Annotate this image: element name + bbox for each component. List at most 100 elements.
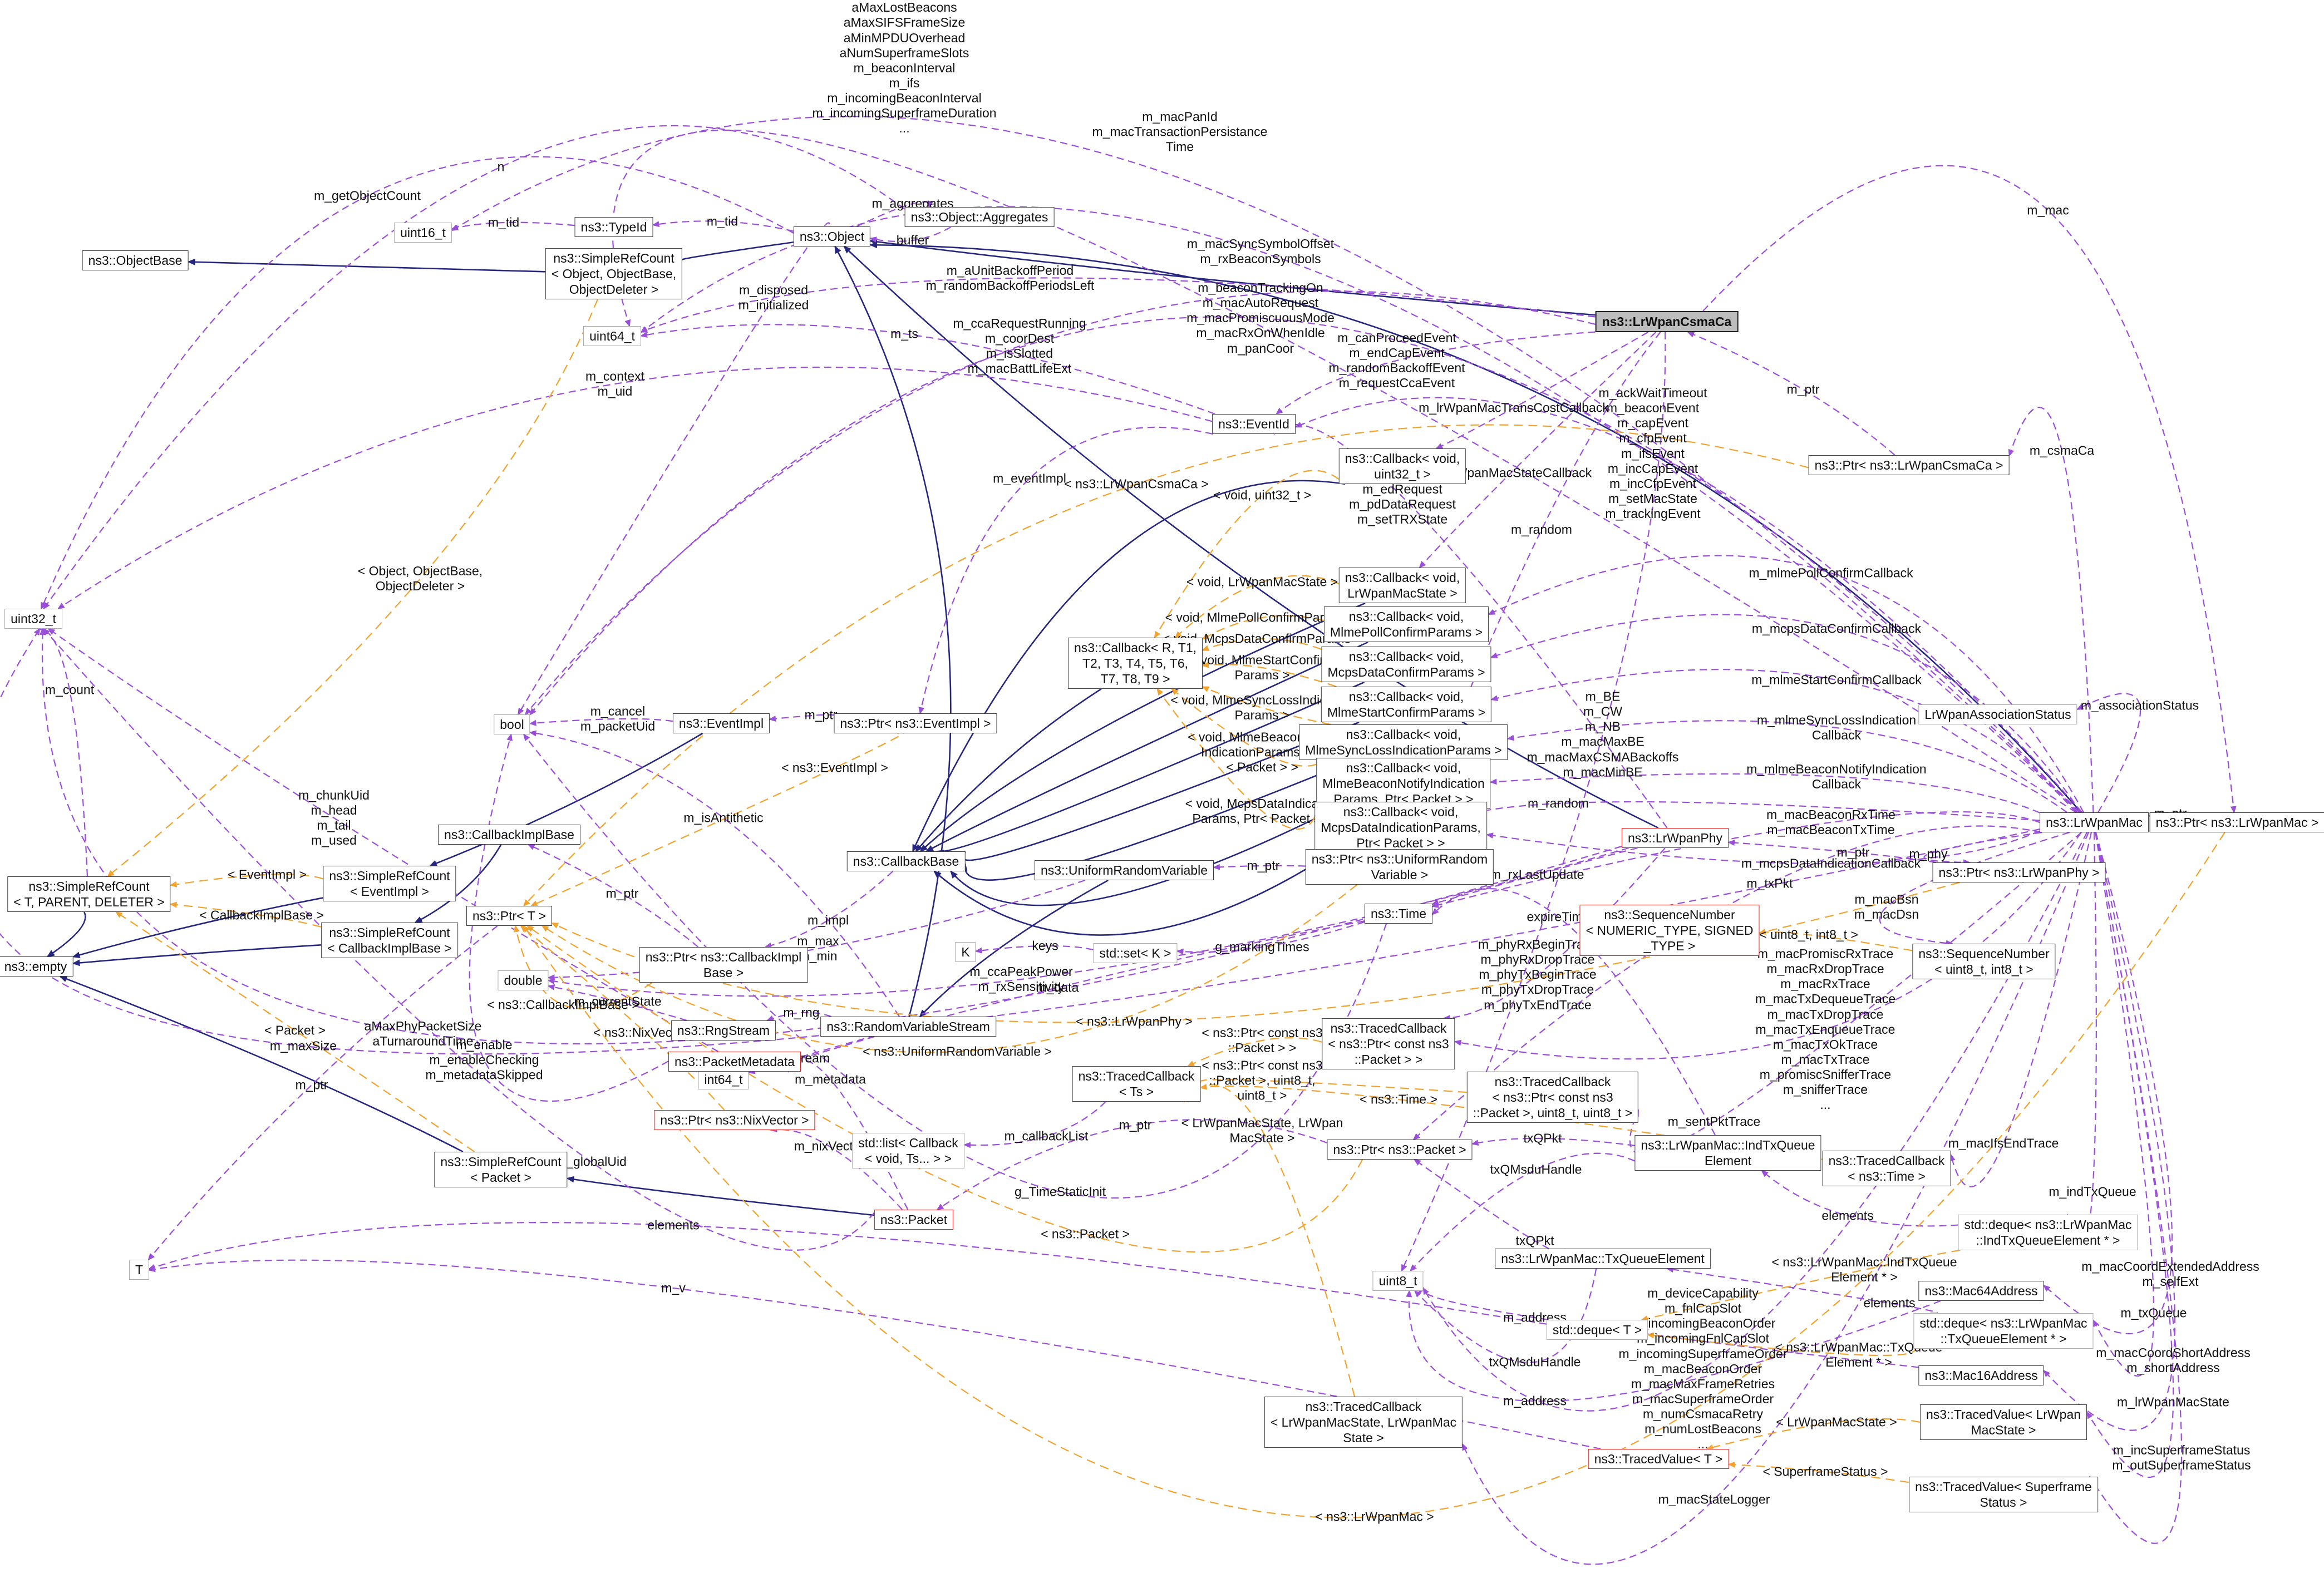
node-tv_super[interactable]: ns3::TracedValue< Superframe Status > <box>1909 1476 2098 1513</box>
node-time[interactable]: ns3::Time <box>1364 903 1433 924</box>
node-ptrT[interactable]: ns3::Ptr< T > <box>466 905 553 926</box>
edge-label: m_macCoordShortAddress m_shortAddress <box>2096 1345 2251 1375</box>
node-cb_poll[interactable]: ns3::Callback< void, MlmePollConfirmPara… <box>1323 606 1489 643</box>
edge-src_obj-objectbase <box>187 258 546 273</box>
edge-label: < LrWpanMacState, LrWpan MacState > <box>1181 1115 1343 1145</box>
node-tv_state[interactable]: ns3::TracedValue< LrWpan MacState > <box>1919 1404 2087 1441</box>
node-src_cbimpl[interactable]: ns3::SimpleRefCount < CallbackImplBase > <box>321 922 458 959</box>
node-mac16[interactable]: ns3::Mac16Address <box>1918 1365 2044 1386</box>
node-ptr_csmaca[interactable]: ns3::Ptr< ns3::LrWpanCsmaCa > <box>1808 455 2010 476</box>
edge-label: m_random <box>1528 796 1589 811</box>
node-seqnum_t[interactable]: ns3::SequenceNumber < NUMERIC_TYPE, SIGN… <box>1579 904 1760 956</box>
node-ptr_phy[interactable]: ns3::Ptr< ns3::LrWpanPhy > <box>1932 862 2106 883</box>
node-cb_dataconf[interactable]: ns3::Callback< void, McpsDataConfirmPara… <box>1321 646 1491 683</box>
node-rngstream[interactable]: ns3::RngStream <box>671 1020 776 1041</box>
node-ptr_cbimplbase[interactable]: ns3::Ptr< ns3::CallbackImpl Base > <box>639 946 808 983</box>
edge-label: m_macPanId m_macTransactionPersistance T… <box>1092 109 1268 154</box>
edge-src_cbimpl-empty <box>72 944 322 966</box>
node-eventimpl[interactable]: ns3::EventImpl <box>672 713 770 734</box>
edge-label: m_context m_uid <box>585 368 645 398</box>
node-list_cb[interactable]: std::list< Callback < void, Ts... > > <box>852 1132 964 1169</box>
node-empty[interactable]: ns3::empty <box>0 956 73 977</box>
node-uniform[interactable]: ns3::UniformRandomVariable <box>1035 860 1214 881</box>
node-double[interactable]: double <box>498 970 549 991</box>
node-assoc[interactable]: LrWpanAssociationStatus <box>1918 704 2077 725</box>
edge-label: n <box>497 159 505 174</box>
edge-label: m_macIfsEndTrace <box>1948 1136 2059 1151</box>
edge-label: < ns3::Time > <box>1360 1092 1437 1107</box>
edge-label: m_ccaRequestRunning m_coorDest m_isSlott… <box>953 315 1086 376</box>
node-src_tpd[interactable]: ns3::SimpleRefCount < T, PARENT, DELETER… <box>7 876 171 913</box>
node-cb_syncloss[interactable]: ns3::Callback< void, MlmeSyncLossIndicat… <box>1299 724 1508 761</box>
node-cb_state[interactable]: ns3::Callback< void, LrWpanMacState > <box>1338 567 1466 604</box>
node-uint32[interactable]: uint32_t <box>4 608 62 629</box>
edge-phy-tcb_pkt <box>1442 847 1666 1022</box>
node-src_event[interactable]: ns3::SimpleRefCount < EventImpl > <box>323 865 456 902</box>
node-bool[interactable]: bool <box>494 714 530 735</box>
node-deque_ind[interactable]: std::deque< ns3::LrWpanMac ::IndTxQueueE… <box>1958 1214 2138 1251</box>
node-object[interactable]: ns3::Object <box>793 226 871 247</box>
edge-label: m_v <box>661 1280 686 1295</box>
node-cb_dataind[interactable]: ns3::Callback< void, McpsDataIndicationP… <box>1314 801 1487 854</box>
node-ptr_uniform[interactable]: ns3::Ptr< ns3::UniformRandom Variable > <box>1305 849 1494 885</box>
node-T[interactable]: T <box>129 1259 150 1280</box>
node-cb_r[interactable]: ns3::Callback< R, T1, T2, T3, T4, T5, T6… <box>1067 637 1203 689</box>
node-uint8[interactable]: uint8_t <box>1372 1270 1424 1291</box>
node-cbbase[interactable]: ns3::CallbackBase <box>846 851 966 872</box>
node-src_packet[interactable]: ns3::SimpleRefCount < Packet > <box>434 1151 568 1188</box>
node-phy[interactable]: ns3::LrWpanPhy <box>1621 827 1729 849</box>
node-int64[interactable]: int64_t <box>698 1069 749 1090</box>
node-ptr_nix[interactable]: ns3::Ptr< ns3::NixVector > <box>654 1109 815 1131</box>
node-txqelem[interactable]: ns3::LrWpanMac::TxQueueElement <box>1495 1248 1711 1269</box>
node-cbimplbase[interactable]: ns3::CallbackImplBase <box>438 824 580 845</box>
node-deque_tx[interactable]: std::deque< ns3::LrWpanMac ::TxQueueElem… <box>1913 1313 2094 1349</box>
node-cb_u32[interactable]: ns3::Callback< void, uint32_t > <box>1338 448 1466 485</box>
edge-label: < Object, ObjectBase, ObjectDeleter > <box>357 563 483 593</box>
edge-mac-seqnum8 <box>1879 831 2070 946</box>
edge-label: m_ptr <box>1119 1117 1152 1132</box>
edge-label: m_eventImpl <box>993 471 1066 486</box>
node-tcb_pkt[interactable]: ns3::TracedCallback < ns3::Ptr< const ns… <box>1322 1018 1455 1070</box>
node-K[interactable]: K <box>955 941 976 963</box>
node-ptr_mac[interactable]: ns3::Ptr< ns3::LrWpanMac > <box>2149 812 2324 833</box>
edge-txqelem-uint8 <box>1414 1268 1597 1363</box>
node-cb_startconf[interactable]: ns3::Callback< void, MlmeStartConfirmPar… <box>1321 686 1492 723</box>
node-uint16[interactable]: uint16_t <box>394 222 452 243</box>
node-csmaca[interactable]: ns3::LrWpanCsmaCa <box>1595 310 1739 333</box>
node-seqnum8[interactable]: ns3::SequenceNumber < uint8_t, int8_t > <box>1912 943 2056 980</box>
node-packet[interactable]: ns3::Packet <box>874 1209 954 1230</box>
edge-label: < uint8_t, int8_t > <box>1759 927 1858 942</box>
node-objectbase[interactable]: ns3::ObjectBase <box>82 250 189 271</box>
node-uint64[interactable]: uint64_t <box>583 326 641 347</box>
edge-label: m_rxLastUpdate <box>1490 867 1584 882</box>
node-set_k[interactable]: std::set< K > <box>1093 943 1178 964</box>
edge-pktmeta-uint32 <box>47 628 718 1052</box>
node-tcb_time[interactable]: ns3::TracedCallback < ns3::Time > <box>1822 1150 1951 1187</box>
edge-cb_dataind-cbbase <box>933 852 1333 936</box>
node-src_obj[interactable]: ns3::SimpleRefCount < Object, ObjectBase… <box>545 248 683 300</box>
edge-mac-uint16 <box>451 116 2081 813</box>
edge-label: m_ptr <box>295 1077 328 1092</box>
node-deque_T[interactable]: std::deque< T > <box>1546 1319 1648 1340</box>
node-tcb_ts[interactable]: ns3::TracedCallback < Ts > <box>1072 1066 1201 1102</box>
edge-mac-ptr_csmaca <box>2008 407 2094 813</box>
node-tcb_state2[interactable]: ns3::TracedCallback < LrWpanMacState, Lr… <box>1264 1396 1463 1448</box>
edge-mac-deque_tx <box>2092 832 2155 1377</box>
node-rvs[interactable]: ns3::RandomVariableStream <box>820 1016 996 1037</box>
edge-label: m_deviceCapability m_fnlCapSlot m_incomi… <box>1618 1285 1788 1452</box>
node-mac[interactable]: ns3::LrWpanMac <box>2040 812 2149 833</box>
edge-csmaca-bool <box>524 290 1596 716</box>
node-indtxq[interactable]: ns3::LrWpanMac::IndTxQueue Element <box>1634 1135 1821 1171</box>
node-pktmeta[interactable]: ns3::PacketMetadata <box>668 1051 801 1072</box>
node-mac64[interactable]: ns3::Mac64Address <box>1918 1280 2044 1301</box>
edge-deque_tx-txqelem <box>1666 1266 1938 1314</box>
node-ptr_eventimpl[interactable]: ns3::Ptr< ns3::EventImpl > <box>834 713 997 734</box>
node-eventid[interactable]: ns3::EventId <box>1212 413 1296 435</box>
node-typeid[interactable]: ns3::TypeId <box>574 216 653 238</box>
node-tv_T[interactable]: ns3::TracedValue< T > <box>1588 1448 1729 1469</box>
node-aggregates[interactable]: ns3::Object::Aggregates <box>904 206 1055 228</box>
edge-mac-uint64 <box>612 129 2076 813</box>
node-ptr_packet[interactable]: ns3::Ptr< ns3::Packet > <box>1327 1139 1473 1160</box>
edge-label: m_mcpsDataConfirmCallback <box>1751 621 1922 636</box>
node-tcb_pkt88[interactable]: ns3::TracedCallback < ns3::Ptr< const ns… <box>1466 1071 1639 1123</box>
